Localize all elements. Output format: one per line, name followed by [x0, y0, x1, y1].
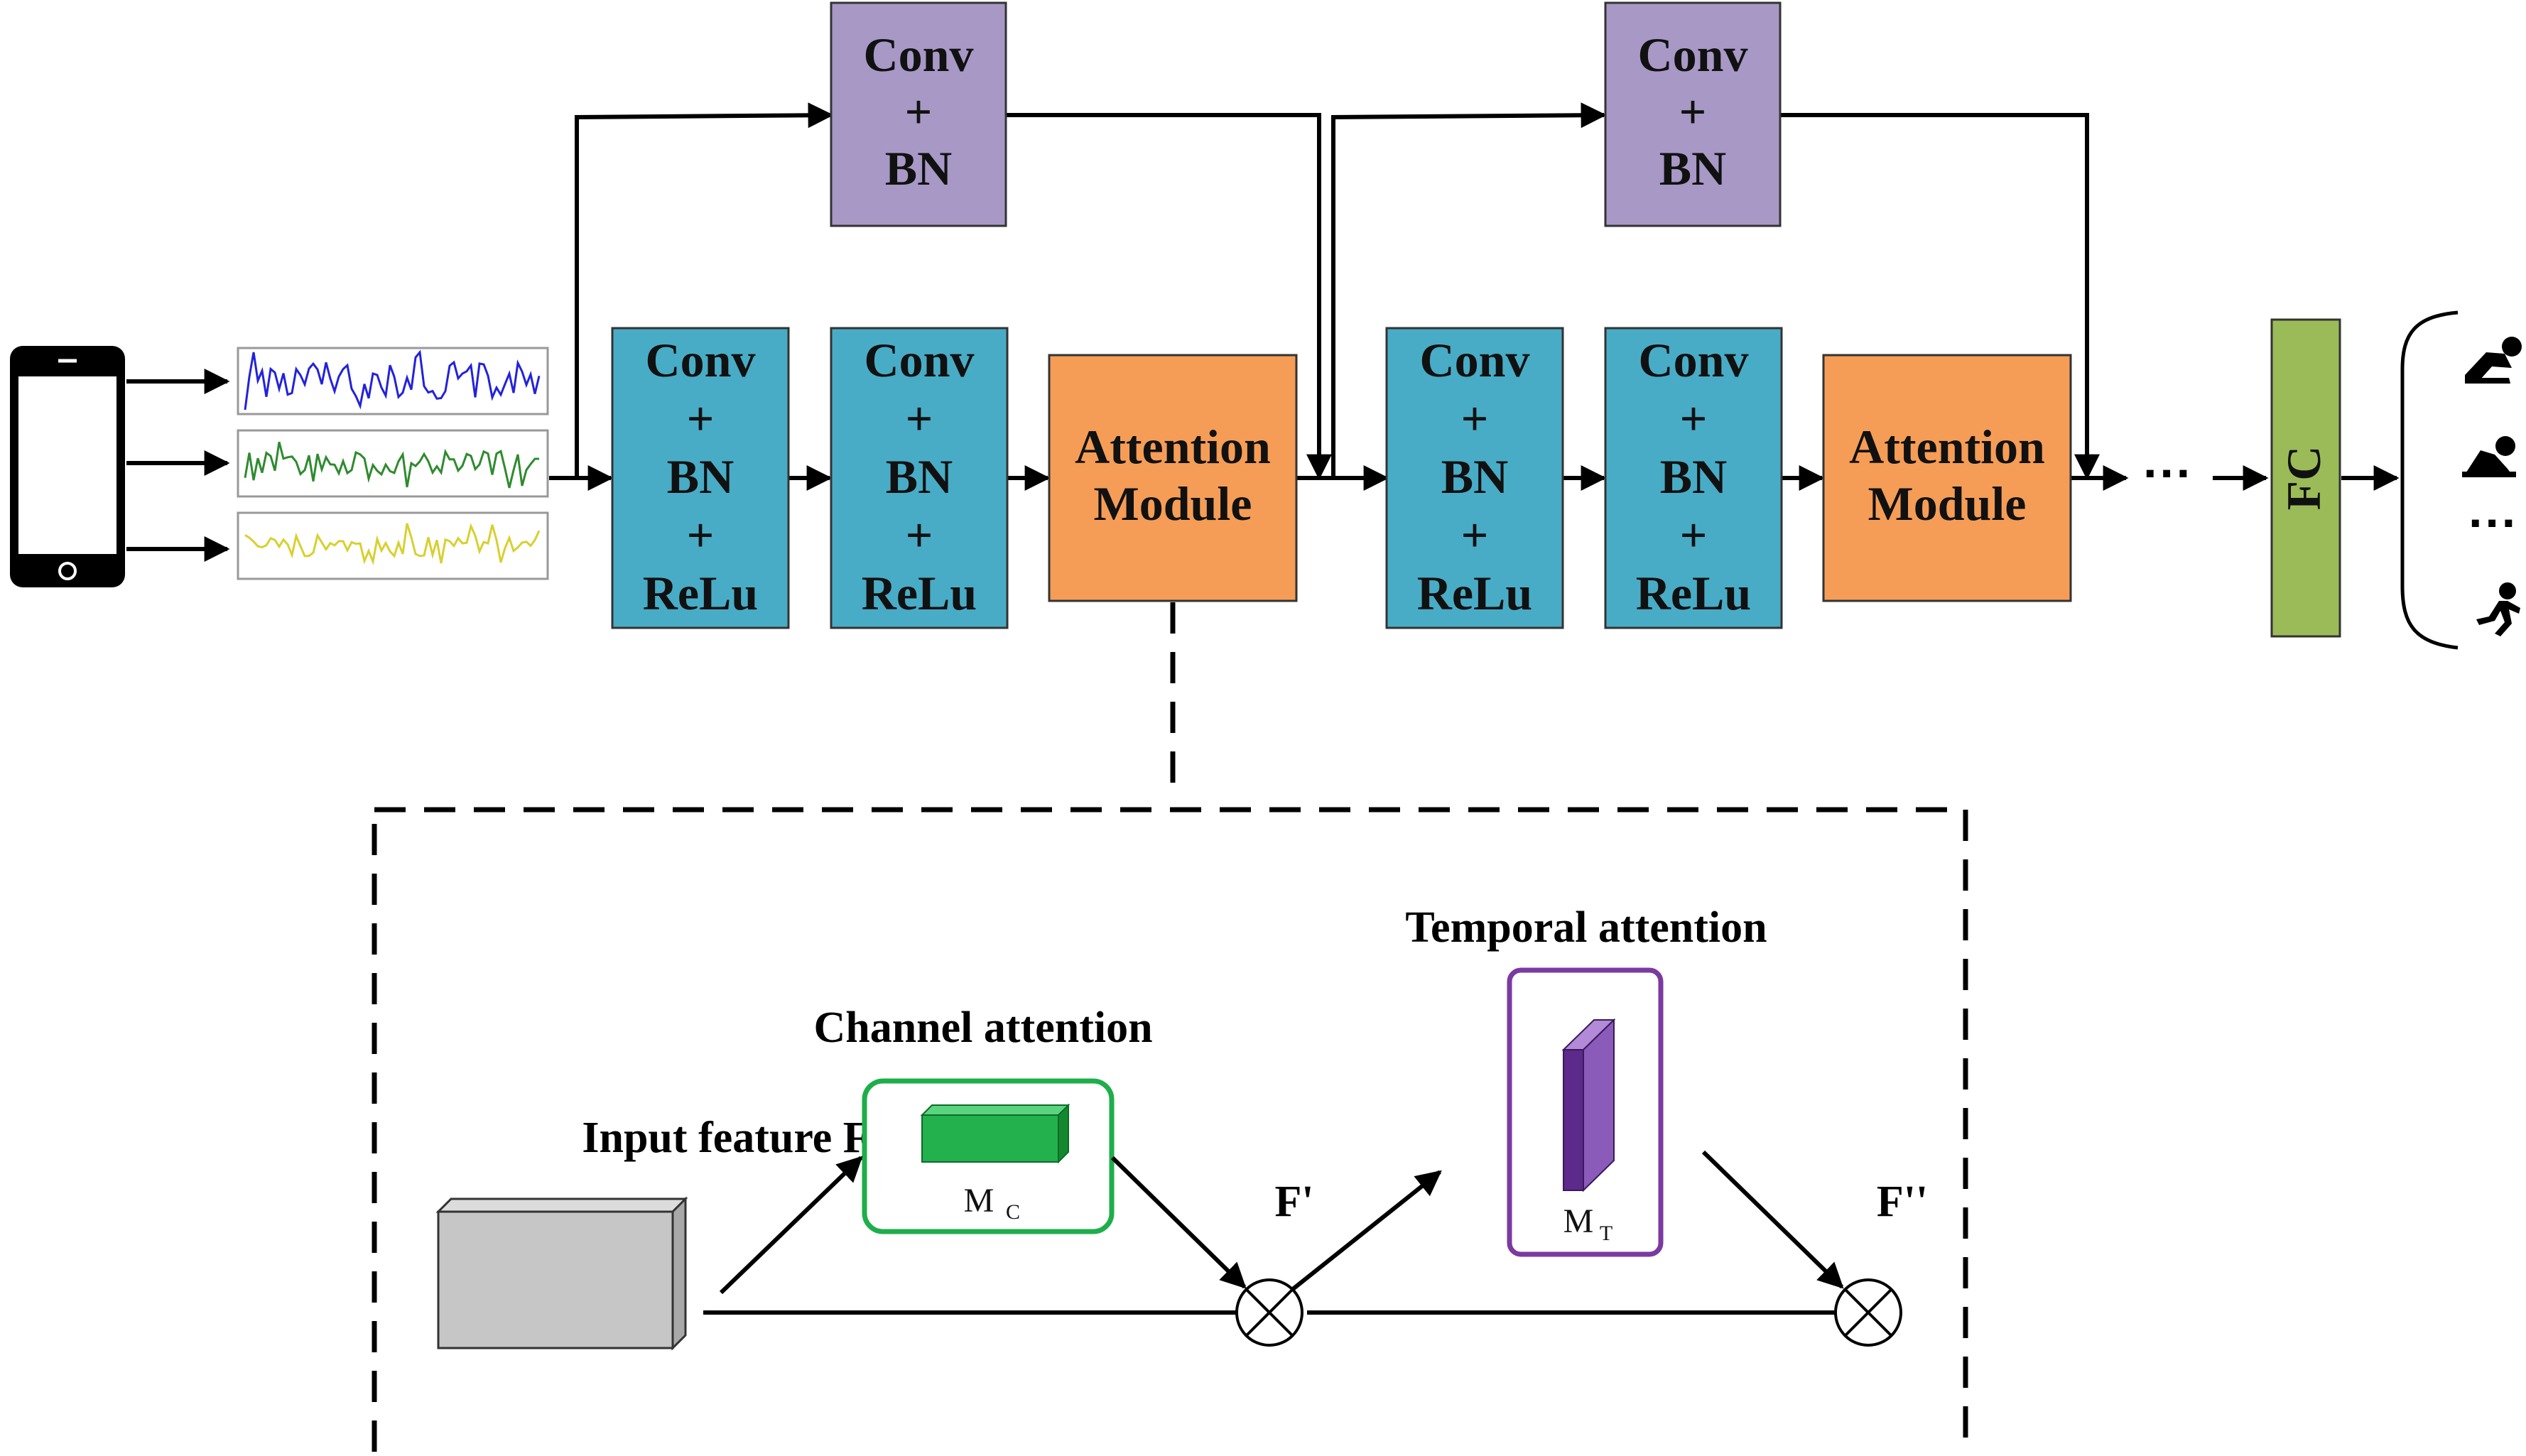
skip1-line1: Conv — [864, 28, 974, 82]
conv-bn-relu-block-2: Conv + BN + ReLu — [830, 327, 1009, 629]
channel-attention-title: Channel attention — [813, 1004, 1152, 1052]
conv3-line2: + — [1461, 391, 1489, 445]
channel-attention-box: M C — [862, 1078, 1115, 1234]
conv1-line1: Conv — [646, 333, 756, 387]
attention-module-2: Attention Module — [1822, 354, 2072, 602]
conv2-line1: Conv — [864, 333, 975, 387]
conv4-line2: + — [1680, 391, 1708, 445]
conv2-line4: + — [906, 508, 933, 562]
attention-module-1: Attention Module — [1048, 354, 1298, 602]
skip-conv-bn-block-2: Conv + BN — [1604, 1, 1782, 227]
multiply-node-2 — [1834, 1278, 1902, 1347]
attention-flow-arrows — [719, 1150, 1844, 1295]
att1-line1: Attention — [1075, 420, 1271, 474]
mc-label: M — [964, 1182, 994, 1219]
fc-label: FC — [2277, 446, 2331, 511]
conv3-line3: BN — [1441, 450, 1508, 504]
temporal-attention-box: M T — [1507, 967, 1664, 1257]
input-feature-label: Input feature F — [582, 1114, 869, 1162]
conv-bn-relu-block-3: Conv + BN + ReLu — [1385, 327, 1564, 629]
skip-conv-bn-block-1: Conv + BN — [830, 1, 1007, 227]
fc-layer: FC — [2270, 318, 2341, 638]
mt-subscript: T — [1600, 1222, 1612, 1245]
conv2-line3: BN — [886, 450, 953, 504]
skip1-line2: + — [905, 85, 933, 138]
skip2-line2: + — [1679, 85, 1707, 138]
lying-person-icon — [2462, 436, 2516, 477]
backbone-connectors — [549, 102, 2400, 491]
conv1-line5: ReLu — [643, 566, 758, 620]
conv-bn-relu-block-4: Conv + BN + ReLu — [1604, 327, 1783, 629]
smartphone-icon — [10, 346, 125, 587]
conv4-line4: + — [1680, 508, 1708, 562]
phone-to-signal-arrows — [126, 369, 230, 562]
conv4-line3: BN — [1660, 450, 1727, 504]
conv-bn-relu-block-1: Conv + BN + ReLu — [611, 327, 790, 629]
output-bracket — [2400, 310, 2459, 650]
multiply-node-1 — [1235, 1278, 1303, 1347]
running-person-icon — [2476, 582, 2520, 636]
att2-line2: Module — [1868, 477, 2027, 531]
conv2-line5: ReLu — [862, 566, 977, 620]
signal-x-waveform — [244, 349, 541, 411]
signal-panel-z — [237, 511, 549, 580]
signal-y-waveform — [244, 441, 539, 489]
conv3-line4: + — [1461, 508, 1489, 562]
temporal-attention-title: Temporal attention — [1405, 903, 1767, 952]
output-ellipsis: ··· — [2468, 495, 2518, 550]
mt-label: M — [1563, 1202, 1594, 1240]
skip1-line3: BN — [885, 141, 952, 195]
sitting-person-icon — [2465, 337, 2522, 384]
conv1-line2: + — [687, 391, 715, 445]
att1-line2: Module — [1094, 477, 1252, 531]
continuation-ellipsis: ··· — [2143, 445, 2193, 501]
signal-panel-x — [237, 347, 549, 415]
skip2-line1: Conv — [1638, 28, 1748, 82]
skip2-line3: BN — [1659, 141, 1726, 195]
mc-subscript: C — [1006, 1200, 1020, 1224]
f-prime-label: F' — [1274, 1178, 1313, 1226]
signal-panel-y — [237, 429, 549, 498]
conv3-line5: ReLu — [1417, 566, 1532, 620]
conv4-line1: Conv — [1639, 333, 1749, 387]
input-feature-block — [435, 1196, 688, 1351]
conv2-line2: + — [906, 391, 933, 445]
signal-z-waveform — [244, 523, 541, 566]
conv3-line1: Conv — [1420, 333, 1530, 387]
conv4-line5: ReLu — [1636, 566, 1751, 620]
f-double-prime-label: F'' — [1877, 1178, 1928, 1226]
conv1-line4: + — [687, 508, 715, 562]
attention-detail-box — [372, 807, 1968, 1456]
att2-line1: Attention — [1849, 420, 2045, 474]
conv1-line3: BN — [667, 450, 734, 504]
